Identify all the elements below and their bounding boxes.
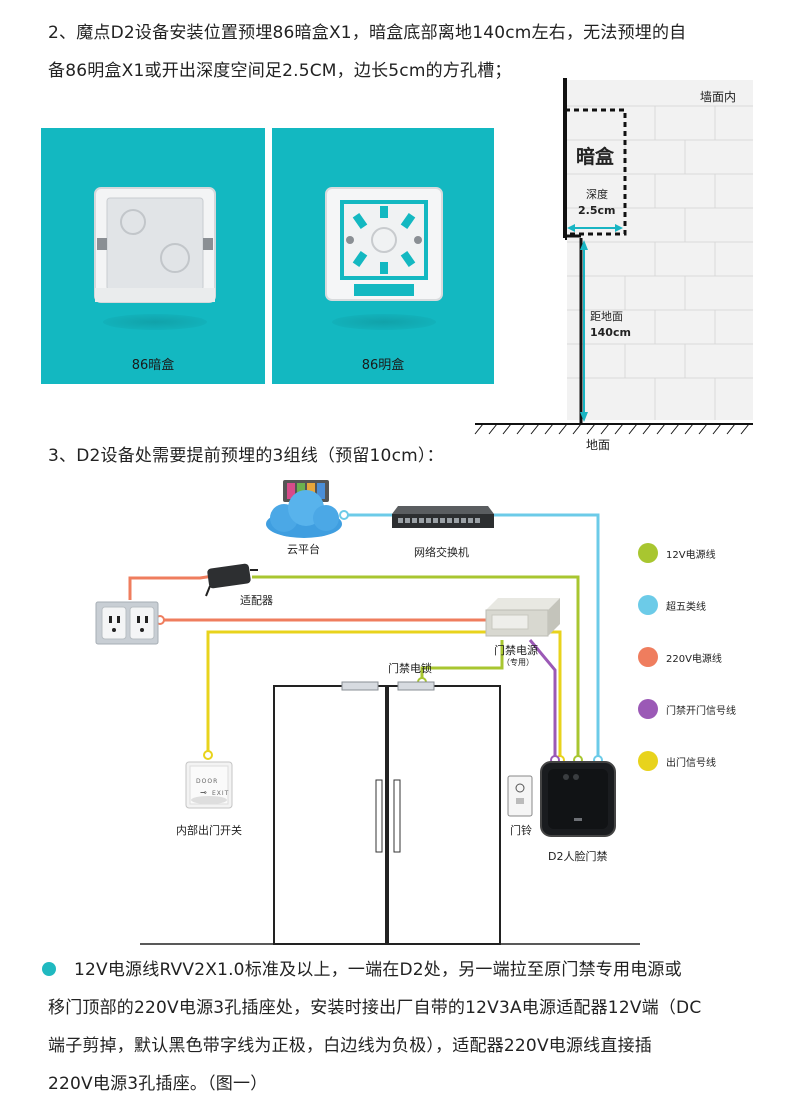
section2-line2: 备86明盒X1或开出深度空间足2.5CM，边长5cm的方孔槽； xyxy=(48,61,512,81)
footer-line2: 移门顶部的220V电源3孔插座处，安装时接出厂自带的12V3A电源适配器12V端… xyxy=(48,998,702,1018)
legend-item: 220V电源线 xyxy=(638,646,722,668)
surface-box-panel: 86明盒 xyxy=(272,128,494,384)
height-value: 140cm xyxy=(590,326,631,339)
legend-label: 门禁开门信号线 xyxy=(666,705,736,717)
footer-line1: 12V电源线RVV2X1.0标准及以上，一端在D2处，另一端拉至原门禁专用电源或 xyxy=(74,960,682,980)
key-icon: ⊸ xyxy=(200,788,207,797)
access-power-note: （专用） xyxy=(502,658,534,667)
network-switch-label: 网络交换机 xyxy=(414,546,469,559)
door-lock-label: 门禁电锁 xyxy=(388,662,432,675)
power-adapter-icon xyxy=(205,563,258,597)
depth-value: 2.5cm xyxy=(578,204,616,217)
shadow-decoration xyxy=(332,314,436,330)
doorbell-icon xyxy=(507,775,533,817)
access-power-label: 门禁电源 xyxy=(494,644,538,657)
legend-dot xyxy=(638,751,658,771)
wall-diagram xyxy=(474,78,753,435)
legend-label: 220V电源线 xyxy=(666,653,722,665)
shadow-decoration xyxy=(103,314,207,330)
legend-item: 出门信号线 xyxy=(638,750,716,772)
exit-plate-bottom-text: EXIT xyxy=(212,790,230,797)
section2-line1: 2、魔点D2设备安装位置预埋86暗盒X1，暗盒底部离地140cm左右，无法预埋的… xyxy=(48,23,687,43)
concealed-box-illustration xyxy=(94,187,216,303)
doorbell-label: 门铃 xyxy=(510,824,532,837)
height-label: 距地面 xyxy=(590,310,623,323)
exit-plate-top-text: DOOR xyxy=(196,778,219,785)
face-terminal-label: D2人脸门禁 xyxy=(548,850,608,863)
exit-switch-label: 内部出门开关 xyxy=(176,824,242,837)
double-door xyxy=(140,681,640,945)
concealed-box-label: 86暗盒 xyxy=(131,358,175,373)
bullet-icon xyxy=(42,962,56,976)
legend-item: 门禁开门信号线 xyxy=(638,698,736,720)
legend-dot xyxy=(638,543,658,563)
access-power-icon xyxy=(485,598,560,637)
wiring-diagram xyxy=(95,480,640,945)
concealed-box-mark: 暗盒 xyxy=(576,146,615,168)
footer-line4: 220V电源3孔插座。（图一） xyxy=(48,1074,268,1094)
exit-switch-icon xyxy=(185,761,233,809)
depth-label: 深度 xyxy=(586,188,608,201)
face-terminal-icon xyxy=(540,761,616,837)
wall-inner-label: 墙面内 xyxy=(700,90,737,104)
concealed-box-panel: 86暗盒 xyxy=(41,128,265,384)
cloud-platform-label: 云平台 xyxy=(287,543,320,556)
legend-dot xyxy=(638,699,658,719)
surface-box-illustration xyxy=(325,187,443,301)
legend-label: 出门信号线 xyxy=(666,757,716,769)
footer-line3: 端子剪掉，默认黑色带字线为正极，白边线为负极），适配器220V电源线直接插 xyxy=(48,1036,652,1056)
legend-dot xyxy=(638,647,658,667)
section3-line1: 3、D2设备处需要提前预埋的3组线（预留10cm）： xyxy=(48,446,444,466)
wall-socket-icon xyxy=(95,601,159,645)
surface-box-label: 86明盒 xyxy=(361,358,405,373)
legend-item: 超五类线 xyxy=(638,594,706,616)
adapter-label: 适配器 xyxy=(240,594,273,607)
legend-item: 12V电源线 xyxy=(638,542,716,564)
network-switch-icon xyxy=(392,506,494,528)
cloud-platform-icon xyxy=(266,480,342,538)
legend-label: 12V电源线 xyxy=(666,549,716,561)
legend-label: 超五类线 xyxy=(666,601,706,613)
legend-dot xyxy=(638,595,658,615)
ground-label: 地面 xyxy=(586,438,611,452)
